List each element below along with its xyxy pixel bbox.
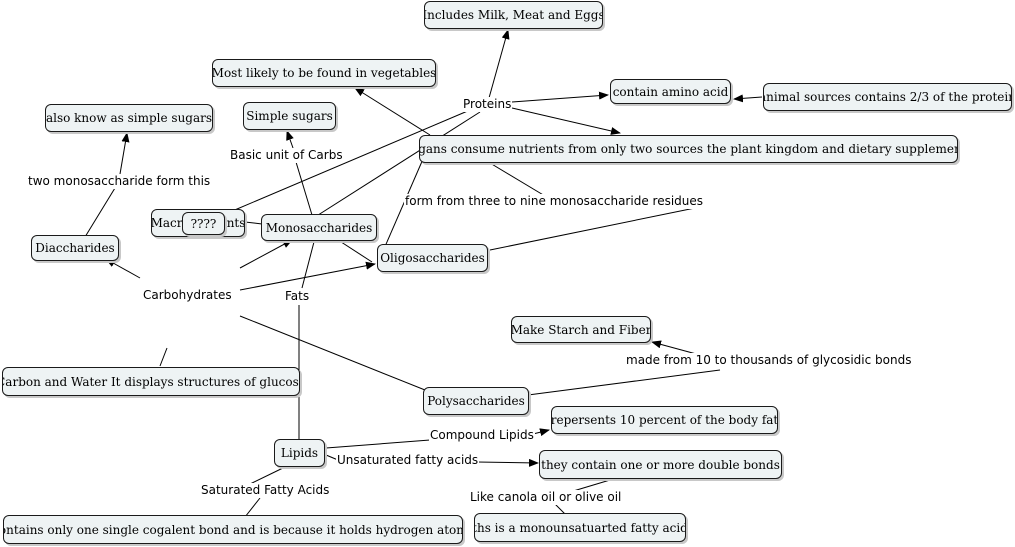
node-unknown[interactable]: ???? [182, 212, 225, 235]
label-unsaturated[interactable]: Unsaturated fatty acids [336, 453, 480, 468]
link-diac-twomono [84, 187, 116, 238]
node-vegans[interactable]: vegans consume nutrients from only two s… [419, 135, 958, 163]
label-fats[interactable]: Fats [284, 289, 311, 304]
node-monounsaturated[interactable]: ths is a monounsatuarted fatty acid [474, 513, 686, 542]
link-mono-oligo [334, 237, 373, 263]
link-proteins-macro [229, 109, 471, 213]
link-mono-basicunit [295, 161, 313, 216]
label-basic-unit[interactable]: Basic unit of Carbs [229, 148, 344, 163]
link-proteins-amino [511, 91, 609, 103]
node-oligosaccharides[interactable]: Oligosaccharides [377, 244, 488, 272]
node-starch-fiber[interactable]: Make Starch and Fiber [511, 316, 651, 343]
link-carbs-mono [239, 239, 293, 269]
link-basicunit-simple [286, 130, 294, 149]
link-animal-amino [733, 94, 763, 103]
link-carbs-poly [239, 315, 426, 391]
label-saturated[interactable]: Saturated Fatty Acids [200, 483, 331, 498]
link-proteins-vegans [511, 107, 621, 135]
node-polysaccharides[interactable]: Polysaccharides [423, 387, 529, 415]
node-animal-sources[interactable]: animal sources contains 2/3 of the prote… [763, 83, 1012, 111]
label-canola[interactable]: Like canola oil or olive oil [469, 490, 623, 505]
label-proteins[interactable]: Proteins [462, 97, 513, 112]
node-vegetables[interactable]: Most likely to be found in vegetables [212, 59, 436, 87]
link-lipids-sat [247, 466, 286, 486]
label-two-mono[interactable]: two monosaccharide form this [27, 174, 212, 189]
link-mono-fats [301, 237, 316, 289]
node-carbon-water[interactable]: Carbon and Water It displays structures … [2, 367, 300, 396]
link-lipids-compound [325, 439, 431, 449]
link-carbs-oligo [239, 261, 376, 291]
label-compound-lipids[interactable]: Compound Lipids [429, 428, 535, 443]
link-proteins-includes [488, 29, 510, 99]
label-carbohydrates[interactable]: Carbohydrates [142, 288, 233, 303]
link-unsat-double [476, 458, 539, 467]
label-three-nine[interactable]: form from three to nine monosaccharide r… [404, 194, 705, 209]
link-macro-mono [244, 221, 263, 225]
node-simple-sugars[interactable]: Simple sugars [243, 102, 336, 130]
node-lipids[interactable]: Lipids [274, 439, 325, 467]
link-vegans-vegetables [354, 87, 431, 136]
link-proteins-mono [314, 111, 481, 218]
link-canola-monounsat [554, 503, 566, 515]
node-includes-milk[interactable]: Includes Milk, Meat and Eggs [424, 1, 603, 29]
node-amino-acid[interactable]: contain amino acid [610, 79, 731, 104]
link-compound-bodyfat [532, 428, 550, 437]
link-oligo-threenine [489, 207, 696, 251]
link-poly-glycosidic [527, 369, 721, 396]
link-carbs-diac [105, 258, 141, 279]
node-body-fat[interactable]: repersents 10 percent of the body fat [551, 406, 778, 434]
node-double-bonds[interactable]: they contain one or more double bonds [539, 450, 782, 479]
node-diaccharides[interactable]: Diaccharides [31, 235, 119, 261]
link-vegans-threenine [489, 162, 546, 197]
node-single-bond[interactable]: contains only one single cogalent bond a… [3, 515, 463, 544]
link-sat-single [244, 497, 261, 518]
link-twomono-also [119, 132, 130, 175]
node-also-know[interactable]: also know as simple sugars [45, 104, 213, 132]
node-monosaccharides[interactable]: Monosaccharides [261, 214, 377, 241]
label-glycosidic[interactable]: made from 10 to thousands of glycosidic … [625, 353, 913, 368]
link-glycosidic-starch [651, 340, 701, 356]
link-carbs-carbon [159, 347, 168, 367]
